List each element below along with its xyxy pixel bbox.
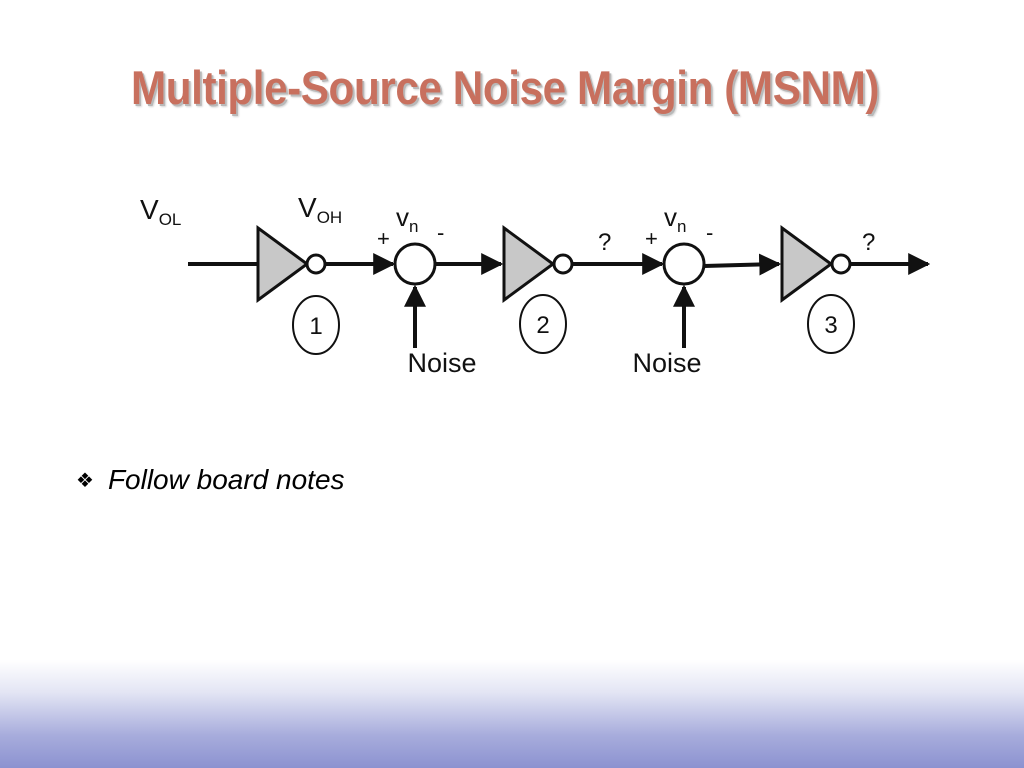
summer-1 (393, 242, 437, 286)
summer-1-plus: + (377, 226, 390, 251)
unknown-output-3: ? (862, 229, 875, 256)
summer-2-minus: - (706, 220, 713, 245)
inverter-3-number-circle (807, 294, 855, 354)
voh-label: VOH (298, 192, 342, 227)
summer-2-vn-label: vn (664, 202, 686, 236)
inverter-3-number: 3 (824, 312, 837, 339)
summer-1-vn-label: vn (396, 202, 418, 236)
slide-title: Multiple-Source Noise Margin (MSNM) (130, 61, 880, 114)
wire-to-inverter-3 (703, 253, 782, 276)
bullet-item: ❖ Follow board notes (76, 464, 345, 496)
summer-2-noise-label: Noise (632, 348, 701, 378)
inverter-3-bubble (830, 253, 852, 275)
vol-label: VOL (140, 194, 181, 229)
summer-1-minus: - (437, 220, 444, 245)
inverter-1 (256, 225, 310, 303)
inverter-3 (780, 225, 834, 303)
summer-2 (662, 242, 706, 286)
inverter-2-number: 2 (536, 312, 549, 339)
diamond-bullet-icon: ❖ (76, 468, 94, 492)
inverter-1-number: 1 (309, 313, 322, 340)
summer-1-noise-label: Noise (407, 348, 476, 378)
inverter-1-bubble (305, 253, 327, 275)
summer-2-plus: + (645, 226, 658, 251)
inverter-2-bubble (552, 253, 574, 275)
inverter-1-number-circle (292, 295, 340, 355)
bullet-text: Follow board notes (107, 464, 345, 495)
inverter-2 (502, 225, 556, 303)
footer-gradient-band (0, 660, 1024, 768)
inverter-2-number-circle (519, 294, 567, 354)
unknown-output-2: ? (598, 229, 611, 256)
